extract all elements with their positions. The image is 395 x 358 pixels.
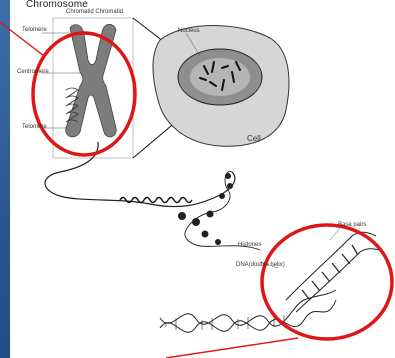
label-histones: Histones xyxy=(238,242,261,248)
label-dna: DNA(double helix) xyxy=(236,262,285,268)
label-telomere-bottom: Telomere xyxy=(22,124,47,130)
ladder-rungs xyxy=(302,245,358,300)
label-centromere: Centromere xyxy=(17,69,49,75)
label-nucleus: Nucleus xyxy=(178,28,200,34)
dna-ladder xyxy=(286,232,380,312)
highlight-circle-dna xyxy=(262,225,392,339)
pointer-line-bottom xyxy=(166,338,298,358)
label-chromatid: Chromatid Chromatid xyxy=(66,9,123,15)
label-base-pairs: Base pairs xyxy=(338,222,366,228)
label-telomere-top: Telomere xyxy=(22,27,47,33)
label-cell: Cell xyxy=(247,134,261,143)
